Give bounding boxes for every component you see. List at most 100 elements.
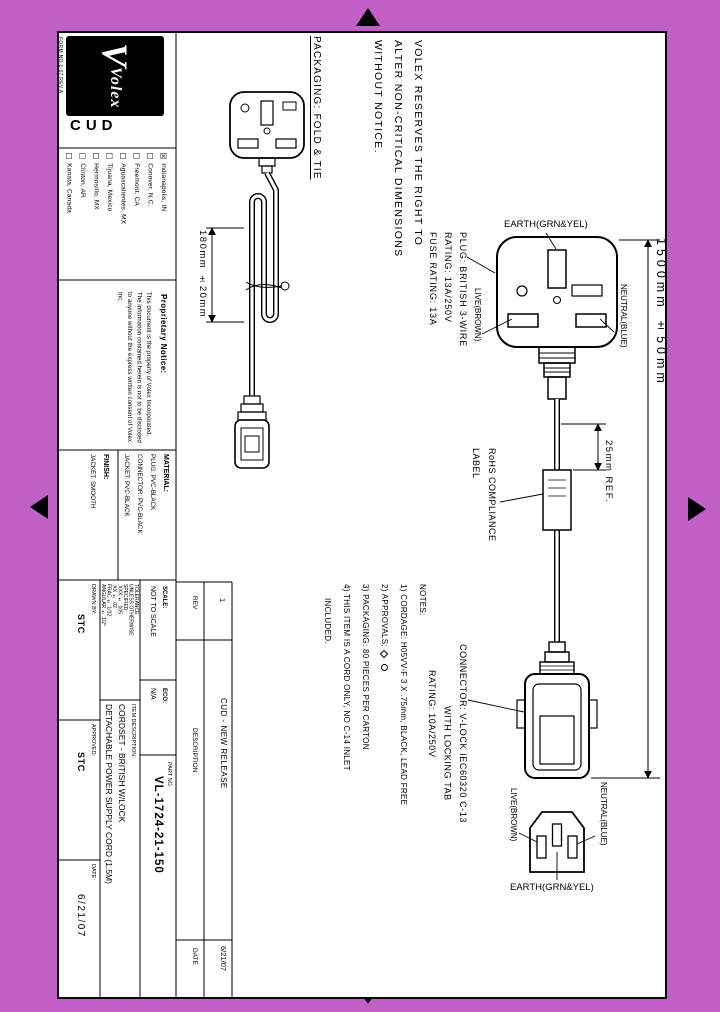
scale-cell: SCALE: NOT TO SCALE <box>146 586 170 637</box>
volex-logo-text: VVolex <box>94 43 136 108</box>
checkbox-conover-icon: ☐ <box>145 152 155 162</box>
tolerance-line: ANGULAR ± 1/2° <box>100 584 106 626</box>
note-item-continuation: INCLUDED. <box>323 598 332 644</box>
description-column-header: DESCRIPTION <box>191 728 198 773</box>
note-approvals-text: 2) APPROVALS: <box>380 584 389 647</box>
location-label: Aguascalientes, MX <box>119 163 127 225</box>
scale-label: SCALE: <box>161 586 167 609</box>
note-item: 1) CORDAGE: H05VV-F 3 X .75mm, BLACK, LE… <box>399 584 408 806</box>
item-description-cell: ITEM DESCRIPTION: CORDSET - BRITISH W/LO… <box>102 704 138 884</box>
finish-heading: FINISH: <box>102 454 109 480</box>
title-block-rules <box>58 32 233 998</box>
location-item: ☐ Freemont, CA <box>130 152 144 224</box>
notes-heading: NOTES: <box>418 584 427 616</box>
bsi-approval-icon <box>380 663 388 671</box>
reg-mark-top-icon <box>356 8 380 26</box>
location-item: ☒ Indianapolis, IN <box>157 152 171 224</box>
tolerance-line: UNLESS OTHERWISE <box>127 584 134 636</box>
material-line: PLUG: PVC-BLACK <box>149 454 156 511</box>
reserves-line: ALTER NON-CRITICAL DIMENSIONS <box>392 40 404 258</box>
finish-line: JACKET: SMOOTH <box>89 454 96 509</box>
drawn-by-label: DRAWN BY: <box>90 584 96 615</box>
packaging-instruction: PACKAGING: FOLD & TIE <box>311 36 322 180</box>
connector-live-label: LIVE(BROWN) <box>509 788 518 842</box>
approved-value: STC <box>76 752 86 772</box>
connector-spec-line: WITH LOCKING TAB <box>442 706 453 801</box>
reserves-line: VOLEX RESERVES THE RIGHT TO <box>412 40 424 247</box>
dimension-25 <box>561 423 606 471</box>
reserves-notice: VOLEX RESERVES THE RIGHT TO ALTER NON-CR… <box>368 40 428 257</box>
part-no-label: PART NO. <box>166 762 172 788</box>
plug-spec-block: PLUG: BRITISH 3-WIRE RATING: 13A/250V FU… <box>425 232 470 347</box>
dimension-180 <box>206 227 244 323</box>
checkbox-clinton-icon: ☐ <box>78 152 87 162</box>
rohs-label-annotation: RoHS COMPLIANCE LABEL <box>468 448 500 542</box>
part-no-value: VL-1724-21-150 <box>152 776 164 874</box>
reg-mark-right-icon <box>688 497 706 521</box>
cud-mark: CUD <box>70 117 118 134</box>
item-description-label: ITEM DESCRIPTION: <box>130 704 136 758</box>
revision-date: 6/21/07 <box>219 946 228 972</box>
tolerance-cell: TOLERANCE UNLESS OTHERWISE SPECIFIED: .X… <box>100 584 139 636</box>
approved-label: APPROVED: <box>90 724 96 757</box>
date-label: DATE: <box>90 864 96 880</box>
checkbox-freemont-icon: ☐ <box>132 152 141 162</box>
note-item: 2) APPROVALS: <box>375 584 394 805</box>
proprietary-notice-heading: Proprietary Notice: <box>159 294 168 374</box>
date-column-header: DATE <box>191 948 198 965</box>
location-label: Indianapolis, IN <box>160 163 167 212</box>
note-item: 3) PACKAGING: 80 PIECES PER CARTON <box>361 584 370 750</box>
checkbox-tijuana-icon: ☐ <box>105 152 114 162</box>
manufacturing-locations: ☒ Indianapolis, IN ☐ Conover, N.C. ☐ Fre… <box>62 152 170 224</box>
volex-logo-script: Volex <box>107 67 124 109</box>
location-item: ☐ Clinton, AR <box>76 152 90 224</box>
connector-face-drawing <box>529 811 585 873</box>
rev-value: 1 <box>218 598 227 603</box>
eco-value: N/A <box>149 688 156 700</box>
packaging-drawing <box>229 91 305 469</box>
revision-description: CUD - NEW RELEASE <box>219 698 228 789</box>
label-offset-dimension: 25mm REF. <box>603 440 614 504</box>
location-label: Kanata, Canada <box>65 163 73 214</box>
plug-live-label: LIVE(BROWN) <box>473 288 482 342</box>
drawn-by-value: STC <box>76 614 86 634</box>
location-item: ☐ Hermosillo, MX <box>89 152 103 224</box>
location-item: ☐ Kanata, Canada <box>62 152 76 224</box>
connector-spec-block: CONNECTOR: V-LOCK IEC60320 C-13 WITH LOC… <box>424 644 471 823</box>
location-label: Tijuana, Mexico <box>106 163 113 212</box>
checkbox-aguascalientes-icon: ☐ <box>118 152 128 162</box>
location-item: ☐ Tijuana, Mexico <box>103 152 117 224</box>
proprietary-notice-body: This document is the property of Volex I… <box>116 292 152 443</box>
date-value: 6/21/07 <box>75 894 86 938</box>
plug-drawing <box>496 236 618 642</box>
eco-label: ECO: <box>161 688 167 703</box>
material-heading: MATERIAL: <box>162 454 169 492</box>
volex-logo: VVolex <box>66 36 164 116</box>
tolerance-line: .XX ± .02 <box>111 584 117 608</box>
connector-drawing <box>516 641 598 779</box>
checkbox-indianapolis-icon: ☒ <box>159 152 168 162</box>
rohs-line: RoHS COMPLIANCE <box>487 448 497 542</box>
finish-block: FINISH: JACKET: SMOOTH <box>86 454 112 509</box>
location-label: Hermosillo, MX <box>92 163 100 211</box>
plug-spec-line: PLUG: BRITISH 3-WIRE <box>458 232 468 348</box>
form-number: FORM NO.1-07 REV.A <box>57 37 63 94</box>
asta-approval-icon <box>379 650 389 659</box>
connector-earth-label: EARTH(GRN&YEL) <box>510 882 594 893</box>
tolerance-line: .XXX ± .005 <box>116 584 123 614</box>
location-label: Conover, N.C. <box>146 163 154 207</box>
rohs-line: LABEL <box>471 448 481 479</box>
checkbox-hermosillo-icon: ☐ <box>91 152 101 162</box>
volex-logo-v-icon: V <box>95 43 135 68</box>
fold-length-dimension: 180mm ±20mm <box>197 230 208 319</box>
material-line: JACKET: PVC-BLACK <box>123 454 130 517</box>
item-description-line1: CORDSET - BRITISH W/LOCK <box>117 704 127 823</box>
material-line: CONNECTOR: PVC-BLACK <box>136 454 143 534</box>
tolerance-line: TOLERANCE <box>133 584 139 615</box>
note-item: 4) THIS ITEM IS A CORD ONLY, NO C-14 INL… <box>342 584 351 771</box>
notes-block: NOTES: 1) CORDAGE: H05VV-F 3 X .75mm, BL… <box>318 584 432 805</box>
scale-value: NOT TO SCALE <box>149 586 156 637</box>
checkbox-kanata-icon: ☐ <box>64 152 74 162</box>
